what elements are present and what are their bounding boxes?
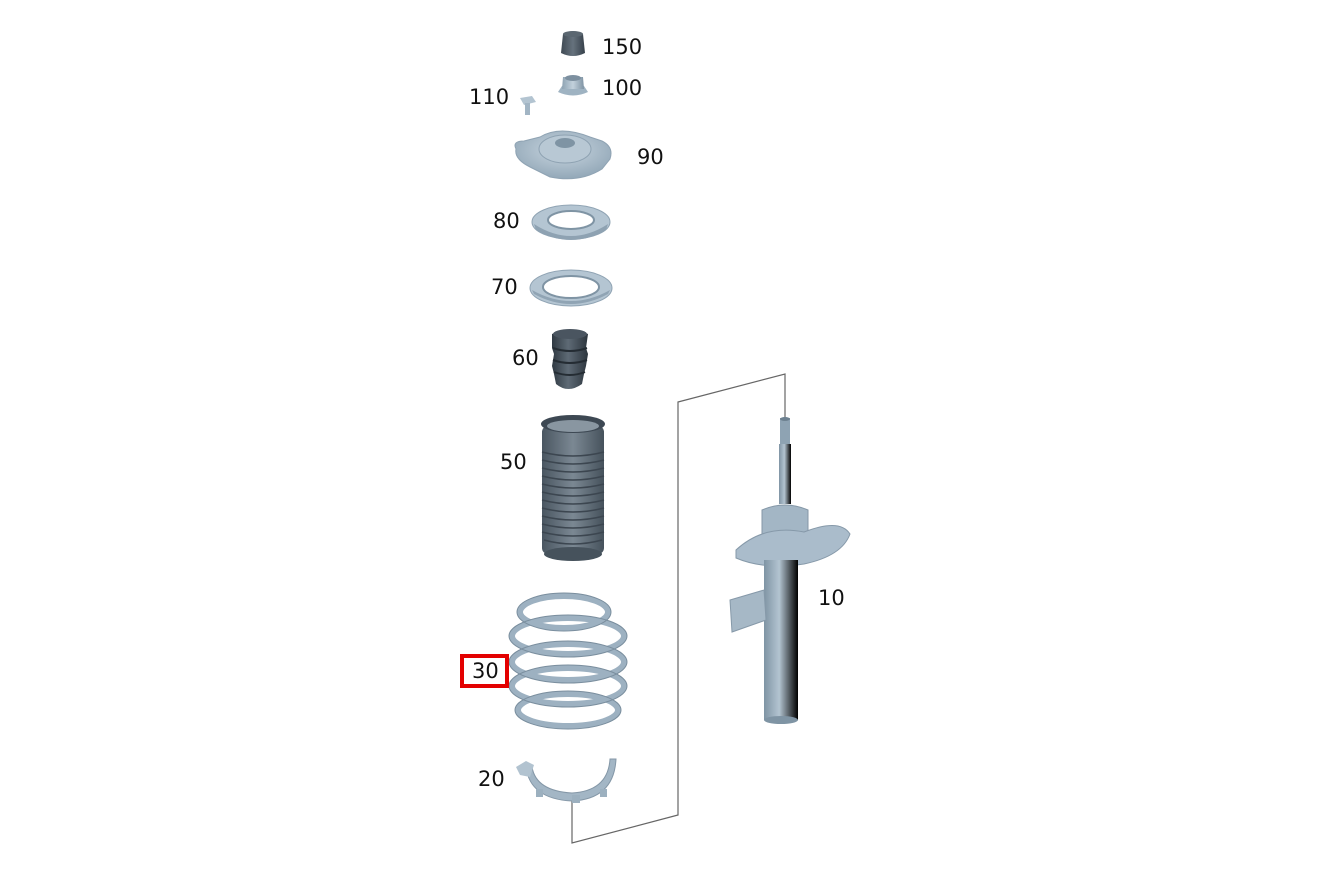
part-10-shock-absorber-strut[interactable] [724, 414, 854, 726]
part-150-dust-cap[interactable] [556, 28, 590, 60]
part-50-dust-boot[interactable] [538, 412, 608, 564]
callout-150[interactable]: 150 [602, 35, 643, 59]
callout-60[interactable]: 60 [512, 346, 539, 370]
part-70-bearing[interactable] [528, 268, 614, 312]
part-90-strut-mount[interactable] [510, 123, 620, 185]
callout-20[interactable]: 20 [478, 767, 505, 791]
callout-100[interactable]: 100 [602, 76, 643, 100]
callout-50[interactable]: 50 [500, 450, 527, 474]
callout-80[interactable]: 80 [493, 209, 520, 233]
part-30-coil-spring[interactable] [508, 590, 634, 736]
callout-30-selected[interactable]: 30 [460, 654, 509, 688]
callout-10[interactable]: 10 [818, 586, 845, 610]
part-20-spring-pad-lower[interactable] [512, 755, 624, 807]
callout-90[interactable]: 90 [637, 145, 664, 169]
callout-70[interactable]: 70 [491, 275, 518, 299]
part-80-spring-seat-upper[interactable] [530, 202, 612, 246]
callout-110[interactable]: 110 [469, 85, 510, 109]
part-60-bump-stop[interactable] [548, 326, 592, 392]
part-100-nut[interactable] [556, 72, 590, 100]
part-110-bolt[interactable] [517, 94, 539, 116]
